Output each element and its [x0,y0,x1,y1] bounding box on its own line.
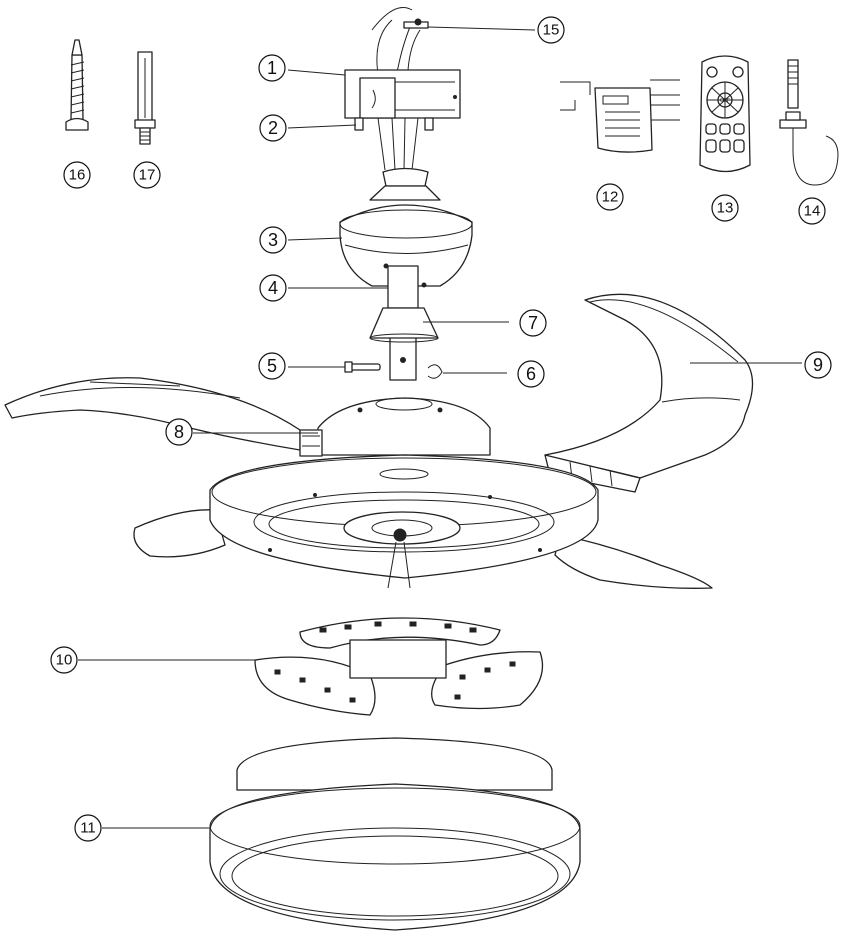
part-3-canopy [339,167,473,288]
part-2-bracket-screws [354,117,434,171]
part-1-mounting-bracket [344,69,461,119]
part-13-remote-control: OFF [699,55,751,173]
svg-text:3: 3 [268,230,278,250]
callout-9: 9 [804,351,832,379]
svg-text:11: 11 [80,820,96,837]
callout-14: 14 [798,197,826,225]
callout-1: 1 [258,54,286,82]
part-16-wood-screw [65,39,89,131]
svg-text:10: 10 [56,652,73,669]
part-10-led-module [254,617,544,716]
svg-text:15: 15 [543,22,560,39]
part-14-hook [779,59,839,186]
part-4-downrod [387,265,419,381]
part-9-blades [4,293,754,589]
callout-10: 10 [50,646,78,674]
svg-text:5: 5 [267,356,277,376]
svg-text:4: 4 [268,278,278,298]
leader-lines [78,26,802,829]
callout-4: 4 [259,274,287,302]
svg-text:2: 2 [268,118,278,138]
callout-13: 13 [711,194,739,222]
part-6-cotter-pin [427,364,443,379]
callout-7: 7 [519,309,547,337]
callout-11: 11 [74,814,102,842]
fan-body [209,454,599,589]
svg-text:1: 1 [267,58,277,78]
callout-6: 6 [517,360,545,388]
callout-16: 16 [63,161,91,189]
svg-text:14: 14 [804,203,821,220]
svg-text:6: 6 [526,364,536,384]
part-12-receiver [560,79,680,153]
svg-text:16: 16 [69,167,86,184]
callout-3: 3 [259,226,287,254]
svg-text:17: 17 [139,167,156,184]
part-15-wires [371,7,429,86]
callout-2: 2 [259,114,287,142]
svg-text:9: 9 [813,355,823,375]
callout-17: 17 [133,161,161,189]
part-11-diffuser [209,737,581,931]
part-5-clevis-pin [344,361,381,373]
callout-15: 15 [537,16,565,44]
svg-text:12: 12 [602,189,619,206]
callout-12: 12 [596,183,624,211]
part-17-anchor-bolt [134,51,156,145]
part-7-rod-cover [369,307,439,343]
svg-text:8: 8 [174,422,184,442]
svg-text:7: 7 [528,313,538,333]
callout-8: 8 [165,418,193,446]
part-8-motor-housing [299,397,491,457]
callout-5: 5 [258,352,286,380]
svg-text:13: 13 [717,200,734,217]
